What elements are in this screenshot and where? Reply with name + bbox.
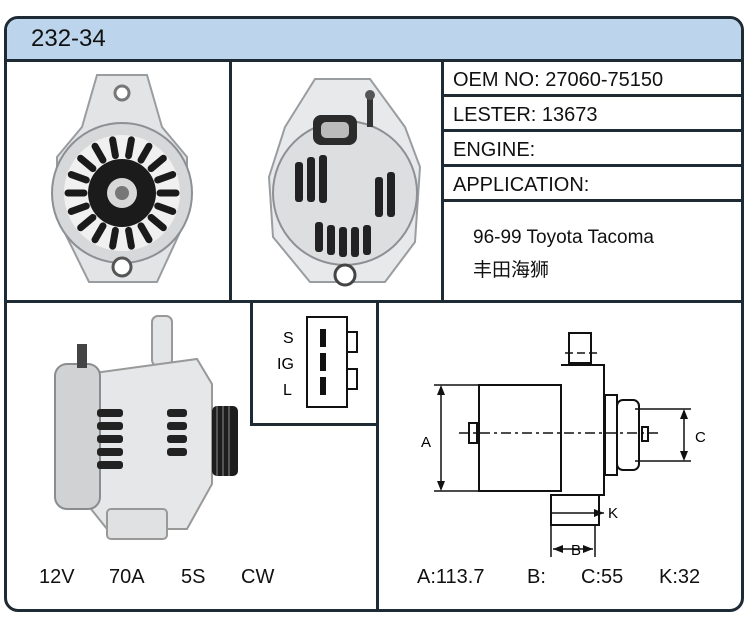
spec-pulley: 5S: [181, 566, 206, 588]
lester-value: 13673: [541, 104, 598, 126]
dimension-label-c: C: [695, 429, 706, 446]
product-card: 232-34 OEM NO: 27060-75150 LESTER: 13673…: [4, 16, 744, 612]
connector-pin-label: S: [283, 330, 294, 347]
grid-divider: [441, 199, 741, 202]
application-line: 丰田海狮: [473, 260, 550, 281]
engine-label: ENGINE:: [453, 139, 536, 161]
dimension-drawing: A C B K: [421, 332, 706, 559]
fan-slot: [137, 222, 153, 244]
grid-divider: [376, 300, 379, 609]
dimension-a-value: A:113.7: [417, 566, 485, 588]
grid-divider: [250, 423, 378, 426]
fan-slot: [154, 171, 177, 184]
grid-divider: [441, 62, 444, 302]
spec-rotation: CW: [241, 566, 275, 588]
connector-diagram: S IG L: [277, 316, 358, 408]
lester-number: LESTER: 13673: [453, 104, 598, 127]
lester-label: LESTER:: [453, 104, 537, 126]
spec-voltage: 12V: [39, 566, 75, 588]
fan-slot: [109, 136, 119, 160]
oem-label: OEM NO:: [453, 69, 540, 91]
connector-pin-label: L: [283, 382, 292, 399]
dimension-label-b: B: [571, 542, 581, 559]
fan-slot: [67, 171, 90, 184]
grid-divider: [441, 94, 741, 97]
fan-slot: [67, 202, 90, 215]
fan-slot: [125, 226, 135, 250]
oem-number: OEM NO: 27060-75150: [453, 69, 663, 92]
dimension-label-a: A: [421, 434, 431, 451]
alternator-front-image: [51, 74, 193, 283]
connector-pin-label: IG: [277, 356, 294, 373]
fan-slot: [77, 213, 97, 232]
dimension-label-k: K: [608, 505, 618, 522]
fan-slot: [77, 154, 97, 173]
fan-slot: [109, 226, 119, 250]
fan-slot: [154, 202, 177, 215]
grid-divider: [7, 300, 741, 303]
fan-slot: [137, 142, 153, 164]
dimension-c-value: C:55: [581, 566, 624, 588]
application-line: 96-99 Toyota Tacoma: [473, 227, 654, 248]
oem-value: 27060-75150: [545, 69, 664, 91]
dimension-b-value: B:: [527, 566, 546, 588]
grid-divider: [250, 300, 253, 425]
dimension-k-value: K:32: [659, 566, 701, 588]
alternator-side-image: [54, 315, 238, 540]
fan-slot: [125, 136, 135, 160]
grid-divider: [441, 164, 741, 167]
spec-amperage: 70A: [109, 566, 145, 588]
card-header: 232-34: [7, 19, 741, 62]
grid-divider: [441, 129, 741, 132]
fan-slot: [147, 213, 167, 232]
fan-slot: [91, 142, 107, 164]
fan-slot: [91, 222, 107, 244]
fan-slot: [147, 154, 167, 173]
alternator-rear-image: [267, 78, 422, 287]
grid-divider: [229, 62, 232, 302]
part-number-title: 232-34: [31, 25, 106, 52]
application-label: APPLICATION:: [453, 174, 590, 196]
